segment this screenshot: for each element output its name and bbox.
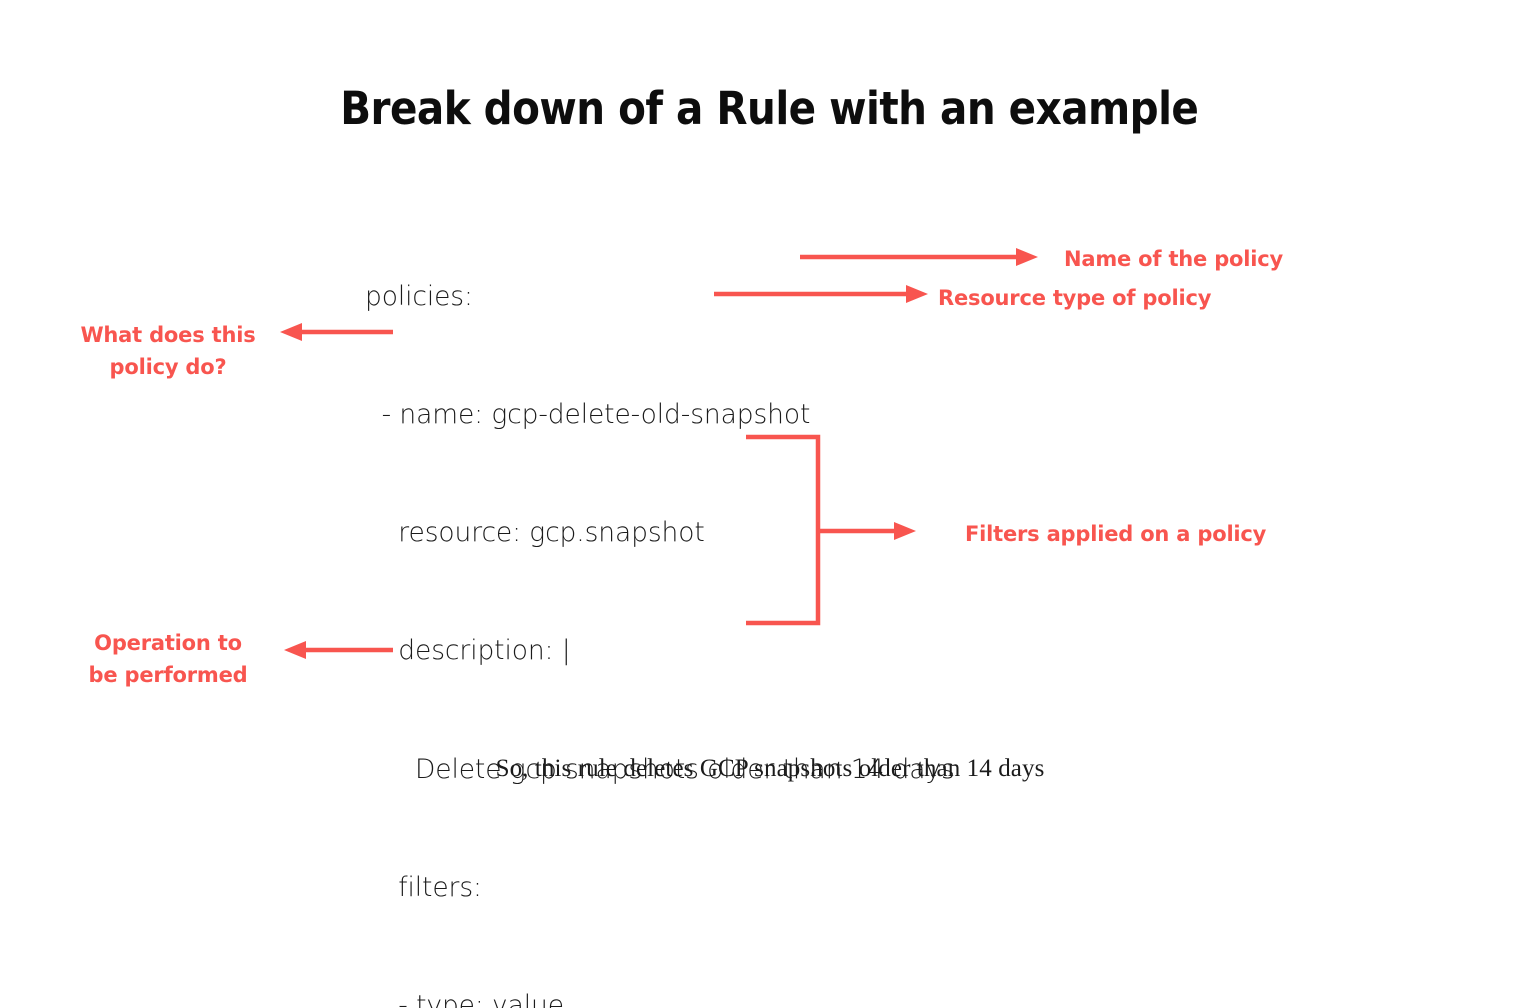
annotation-resource-type: Resource type of policy <box>938 286 1212 310</box>
yaml-line-resource: resource: gcp.snapshot <box>365 517 705 549</box>
summary-caption: So, this rule deletes GCP snapshots olde… <box>495 755 1045 782</box>
annotation-filters-applied: Filters applied on a policy <box>965 522 1267 546</box>
annotation-operation-performed: Operation to be performed <box>88 631 248 687</box>
yaml-line-description: description: | <box>365 635 571 667</box>
yaml-line-filter-type: - type: value <box>365 990 564 1008</box>
yaml-line-description-body: Delete gcp snapshots older than 14 days <box>365 753 955 785</box>
yaml-line-name: - name: gcp-delete-old-snapshot <box>365 399 811 431</box>
yaml-policy-block: policies: - name: gcp-delete-old-snapsho… <box>365 198 955 1008</box>
annotation-name-of-policy: Name of the policy <box>1064 247 1283 271</box>
page-title: Break down of a Rule with an example <box>340 82 1199 135</box>
yaml-line-policies: policies: <box>365 280 473 312</box>
annotation-what-does-policy-do: What does this policy do? <box>80 323 256 379</box>
yaml-line-filters: filters: <box>365 871 482 903</box>
